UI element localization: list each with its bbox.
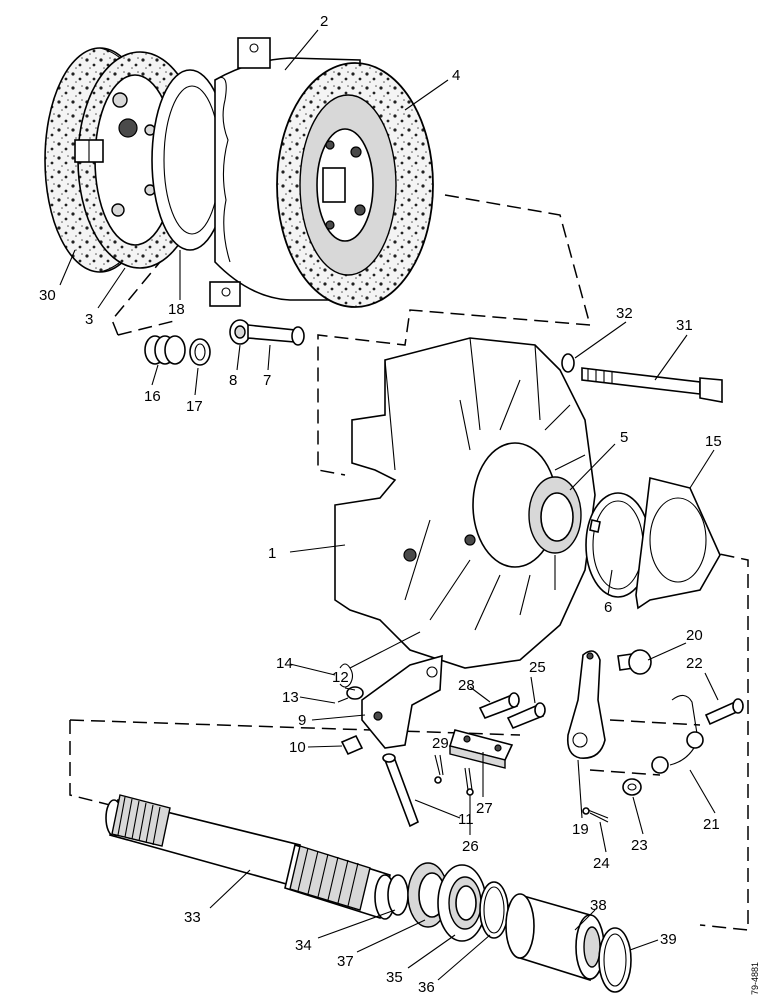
callout-32: 32	[616, 305, 633, 322]
callout-19: 19	[572, 821, 589, 838]
driven-disc-4	[276, 62, 434, 308]
spring-21	[651, 694, 704, 774]
split-pin-24	[582, 807, 609, 823]
callout-3: 3	[85, 311, 93, 328]
washer-32	[561, 353, 575, 373]
plug-20	[617, 649, 652, 675]
callout-34: 34	[295, 937, 312, 954]
callout-25: 25	[529, 659, 546, 676]
gasket-plate-15	[635, 477, 721, 610]
pin-28	[478, 692, 520, 720]
washer-12	[346, 686, 364, 700]
ring-34	[387, 874, 409, 916]
callout-1: 1	[268, 545, 276, 562]
fork-lever-9	[361, 654, 443, 749]
pin-11	[382, 753, 419, 828]
callout-7: 7	[263, 372, 271, 389]
spring-14	[339, 631, 421, 688]
callout-4: 4	[452, 67, 460, 84]
callout-28: 28	[458, 677, 475, 694]
bolt-7	[247, 324, 305, 346]
bearing-35	[437, 864, 487, 942]
shaft-33	[105, 794, 396, 920]
callout-29: 29	[432, 735, 449, 752]
callout-24: 24	[593, 855, 610, 872]
split-pin-26	[464, 767, 474, 796]
callout-15: 15	[705, 433, 722, 450]
callout-14: 14	[276, 655, 293, 672]
pin-13	[337, 697, 349, 703]
callout-5: 5	[620, 429, 628, 446]
callout-31: 31	[676, 317, 693, 334]
callout-39: 39	[660, 931, 677, 948]
figure-reference-code: 79-4881	[750, 962, 760, 995]
leader-lines	[59, 29, 719, 981]
callout-23: 23	[631, 837, 648, 854]
callout-17: 17	[186, 398, 203, 415]
callout-10: 10	[289, 739, 306, 756]
callout-16: 16	[144, 388, 161, 405]
pin-10	[340, 734, 364, 756]
callout-9: 9	[298, 712, 306, 729]
assembly-guide-lines	[69, 194, 749, 931]
callout-2: 2	[320, 13, 328, 30]
callout-22: 22	[686, 655, 703, 672]
washer-23	[622, 778, 642, 796]
callout-21: 21	[703, 816, 720, 833]
split-pin-29	[434, 754, 444, 784]
pin-25	[506, 702, 546, 730]
callout-36: 36	[418, 979, 435, 996]
callout-35: 35	[386, 969, 403, 986]
callout-33: 33	[184, 909, 201, 926]
clutch-housing-1	[334, 337, 596, 669]
spring-16	[144, 335, 186, 365]
snap-ring-36	[479, 881, 509, 939]
nut-8	[229, 319, 251, 345]
callout-30: 30	[39, 287, 56, 304]
callout-11: 11	[458, 811, 474, 828]
washer-17	[189, 338, 211, 366]
callout-13: 13	[282, 689, 299, 706]
long-bolt-31	[581, 367, 723, 403]
bolt-22	[704, 698, 744, 726]
callout-37: 37	[337, 953, 354, 970]
washer-39	[598, 927, 632, 993]
callout-labels: 1 2 3 4 5 6 7 8 9 10 11 12 13 14 15 16 1…	[39, 13, 722, 996]
callout-6: 6	[604, 599, 612, 616]
release-lever-19	[566, 650, 606, 759]
callout-27: 27	[476, 800, 493, 817]
callout-8: 8	[229, 372, 237, 389]
callout-12: 12	[332, 669, 349, 686]
callout-18: 18	[168, 301, 185, 318]
callout-20: 20	[686, 627, 703, 644]
callout-38: 38	[590, 897, 607, 914]
callout-26: 26	[462, 838, 479, 855]
link-plate-27	[448, 729, 514, 769]
